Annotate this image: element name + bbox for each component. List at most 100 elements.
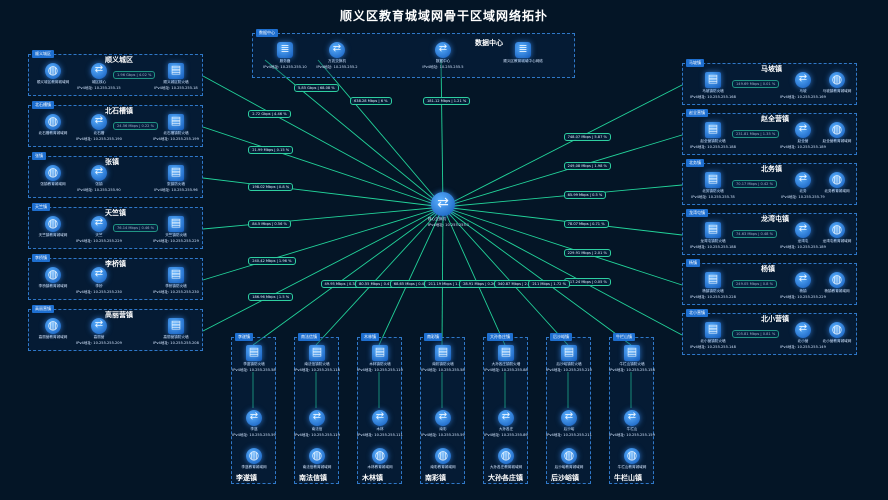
group-right-4[interactable]: 杨镇杨镇杨镇镇防火墙IPv4地址: 10.255.255.228杨镇IPv4地址…	[682, 259, 857, 305]
group-right-2[interactable]: 北务镇北务镇北务镇防火墙IPv4地址: 10.255.255.78北务IPv4地…	[682, 159, 857, 205]
group-left-0[interactable]: 顺义城区顺义城区顺义城区教育城域网城区核心IPv4地址: 10.255.255.…	[28, 50, 206, 96]
group-tag: 李遂镇	[235, 333, 253, 341]
group-right-0[interactable]: 马坡镇马坡镇马坡镇防火墙IPv4地址: 10.255.255.168马坡IPv4…	[682, 59, 857, 105]
device-ip: IPv4地址: 10.255.255.168	[690, 95, 736, 99]
edu-network[interactable]: 木林教育城域网	[350, 448, 410, 470]
group-bottom-5[interactable]: 后沙峪镇后沙峪镇后沙峪镇防火墙IPv4地址: 10.255.255.210后沙峪…	[546, 333, 592, 484]
server-device[interactable]: 服务器 IPv4地址: 10.255.255.10	[255, 42, 315, 70]
group-left-5[interactable]: 高丽营镇高丽营镇高丽营教育城域网高丽营IPv4地址: 10.255.255.20…	[28, 305, 206, 351]
edu-network[interactable]: 南法信教育城域网	[287, 448, 347, 470]
device-label: 北务镇防火墙	[702, 189, 724, 193]
group-bottom-1[interactable]: 南法信镇南法信镇南法信镇防火墙IPv4地址: 10.255.255.118南法信…	[294, 333, 340, 484]
datacenter-switch[interactable]: 万兆交换机 IPv4地址: 10.255.255.2	[307, 42, 367, 70]
group-left-4[interactable]: 李桥镇李桥镇李桥镇教育城域网李桥IPv4地址: 10.255.255.230李桥…	[28, 254, 206, 300]
inner-link-label: 74.63 Mbps | 0.48 %	[732, 230, 778, 238]
switch-icon	[91, 267, 107, 283]
device-ip: IPv4地址: 10.255.255.169	[780, 95, 826, 99]
area-firewall[interactable]: 北务镇防火墙 IPv4地址: 10.255.255.78	[683, 172, 743, 200]
edu-network[interactable]: 张镇教育城域网	[23, 165, 83, 187]
edu-network[interactable]: 马坡镇教育城域网	[807, 72, 867, 94]
group-bottom-3[interactable]: 南彩镇南彩镇南彩镇防火墙IPv4地址: 10.255.255.58南彩IPv4地…	[420, 333, 465, 484]
edu-network[interactable]: 赵全营教育城域网	[807, 122, 867, 144]
device-label: 北务	[799, 189, 807, 193]
edu-network[interactable]: 北务教育城域网	[807, 172, 867, 194]
device-label: 杨镇镇防火墙	[702, 289, 724, 293]
edu-network[interactable]: 北小营教育城域网	[807, 322, 867, 344]
edu-network[interactable]: 杨镇教育城域网	[807, 272, 867, 294]
edu-network[interactable]: 高丽营教育城域网	[23, 318, 83, 340]
edu-network[interactable]: 李桥镇教育城域网	[23, 267, 83, 289]
device-label: 顺义城区防火墙	[163, 80, 189, 84]
edu-network[interactable]: 李遂教育城域网	[224, 448, 284, 470]
group-bottom-6[interactable]: 牛栏山镇牛栏山镇牛栏山镇防火墙IPv4地址: 10.255.255.158牛栏山…	[609, 333, 655, 484]
core-switch[interactable]: 核心交换机 IPv4地址: 10.255.255.1	[428, 192, 469, 227]
edu-network[interactable]: 南彩教育城域网	[413, 448, 473, 470]
group-left-3[interactable]: 天竺镇天竺镇天竺镇教育城域网天竺IPv4地址: 10.255.255.229天竺…	[28, 203, 206, 249]
group-bottom-0[interactable]: 李遂镇李遂镇李遂镇防火墙IPv4地址: 10.255.255.58李遂IPv4地…	[231, 333, 276, 484]
group-bottom-2[interactable]: 木林镇木林镇木林镇防火墙IPv4地址: 10.255.255.110木林IPv4…	[357, 333, 403, 484]
edu-network[interactable]: 龙湾屯教育城域网	[807, 222, 867, 244]
device-ip: IPv4地址: 10.255.255.188	[690, 245, 736, 249]
datacenter-core[interactable]: 数据中心 IPv4地址: 10.255.255.5	[413, 42, 473, 70]
device-label: 南法信教育城域网	[302, 465, 332, 469]
group-right-3[interactable]: 龙湾屯镇龙湾屯镇龙湾屯镇防火墙IPv4地址: 10.255.255.188龙湾屯…	[682, 209, 857, 255]
edu-network[interactable]: 顺义城区教育城域网	[23, 63, 83, 85]
datacenter-network[interactable]: 顺义区教育城域中心网络	[493, 42, 553, 64]
link-datacenter-1	[317, 59, 444, 208]
edu-network[interactable]: 天竺镇教育城域网	[23, 216, 83, 238]
edu-network[interactable]: 牛栏山教育城域网	[602, 448, 662, 470]
group-bottom-4[interactable]: 大孙各庄镇大孙各庄镇大孙各庄镇防火墙IPv4地址: 10.255.255.88大…	[483, 333, 528, 484]
group-datacenter[interactable]: 数据中心 数据中心 服务器 IPv4地址: 10.255.255.10 万兆交换…	[252, 29, 575, 78]
globe-icon	[561, 448, 577, 464]
device-ip: IPv4地址: 10.255.255.78	[691, 195, 735, 199]
link-bottom-5	[442, 206, 569, 346]
group-left-2[interactable]: 张镇张镇张镇教育城域网张镇IPv4地址: 10.255.255.90张镇防火墙I…	[28, 152, 206, 198]
group-right-5[interactable]: 北小营镇北小营镇北小营镇防火墙IPv4地址: 10.255.255.148北小营…	[682, 309, 857, 355]
edu-network[interactable]: 后沙峪教育城域网	[539, 448, 599, 470]
group-right-1[interactable]: 赵全营镇赵全营镇赵全营镇防火墙IPv4地址: 10.255.255.188赵全营…	[682, 109, 857, 155]
device-ip: IPv4地址: 10.255.255.158	[609, 368, 655, 372]
group-left-1[interactable]: 北石槽镇北石槽镇北石槽教育城域网北石槽IPv4地址: 10.255.255.19…	[28, 101, 206, 147]
edu-network[interactable]: 北石槽教育城域网	[23, 114, 83, 136]
device-ip: IPv4地址: 10.255.255.189	[780, 245, 826, 249]
edu-network[interactable]: 大孙各庄教育城域网	[476, 448, 536, 470]
device-label: 万兆交换机	[328, 59, 346, 63]
